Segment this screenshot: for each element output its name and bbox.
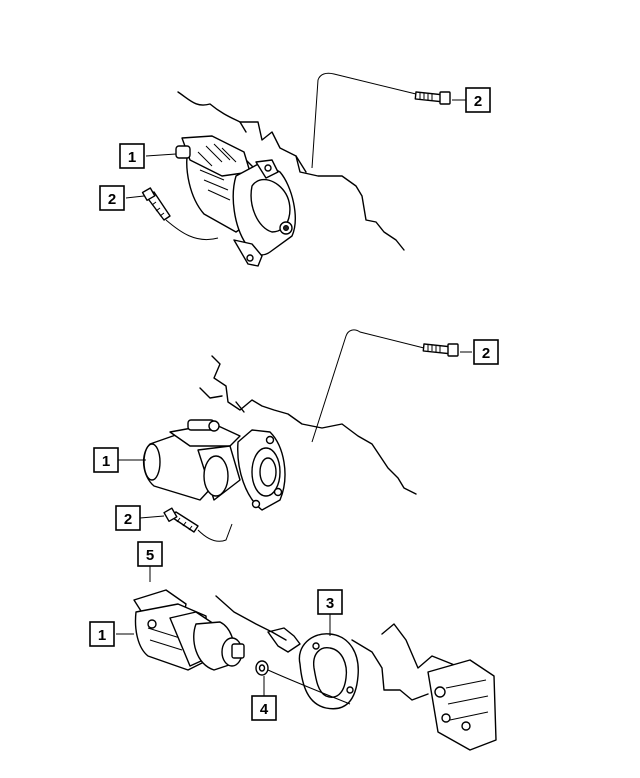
svg-text:2: 2 [108, 191, 116, 208]
callout-2-top-right: 2 [465, 87, 491, 113]
callout-1-top: 1 [119, 143, 145, 169]
mounting-nut [255, 660, 269, 676]
starter-motor-3 [133, 589, 245, 671]
svg-text:1: 1 [128, 149, 136, 166]
starter-motor-2 [143, 419, 286, 511]
mounting-bolt-lower-2 [163, 507, 199, 533]
callout-1-bottom: 1 [89, 621, 115, 647]
callout-2-middle-left: 2 [115, 505, 141, 531]
svg-text:2: 2 [482, 345, 490, 362]
engine-bracket [199, 387, 245, 413]
view-3-starter-assembly [116, 564, 497, 751]
bolt-leader-lower-2 [197, 523, 233, 542]
bolt-leader-left [165, 219, 219, 240]
svg-text:3: 3 [326, 595, 334, 612]
svg-text:2: 2 [124, 511, 132, 528]
starter-motor-1 [175, 135, 296, 267]
bolt-leader-top-2 [311, 329, 425, 443]
engine-block-edge [239, 121, 307, 173]
svg-text:4: 4 [260, 701, 269, 718]
starter-shim-plate [298, 633, 359, 710]
view-2-starter-assembly [118, 329, 472, 542]
housing-detail [351, 639, 429, 701]
svg-text:1: 1 [98, 627, 106, 644]
mounting-bolt-left [141, 187, 171, 221]
svg-text:1: 1 [102, 453, 110, 470]
callout-4: 4 [251, 695, 277, 721]
callout-1-middle: 1 [93, 447, 119, 473]
callout-5: 5 [137, 541, 163, 567]
svg-text:2: 2 [474, 93, 482, 110]
transmission-housing [427, 659, 497, 751]
callout-2-top-left: 2 [99, 185, 125, 211]
engine-block-outline-2 [211, 355, 417, 495]
bolt-leader-top [311, 72, 417, 169]
mounting-bolt-top-2 [422, 343, 459, 357]
engine-block-outline [177, 91, 405, 251]
wire-connector [267, 627, 301, 653]
view-1-starter-assembly [125, 72, 466, 267]
callout-2-middle-right: 2 [473, 339, 499, 365]
mounting-bolt-top [414, 91, 451, 105]
callout-3: 3 [317, 589, 343, 615]
svg-text:5: 5 [146, 547, 154, 564]
